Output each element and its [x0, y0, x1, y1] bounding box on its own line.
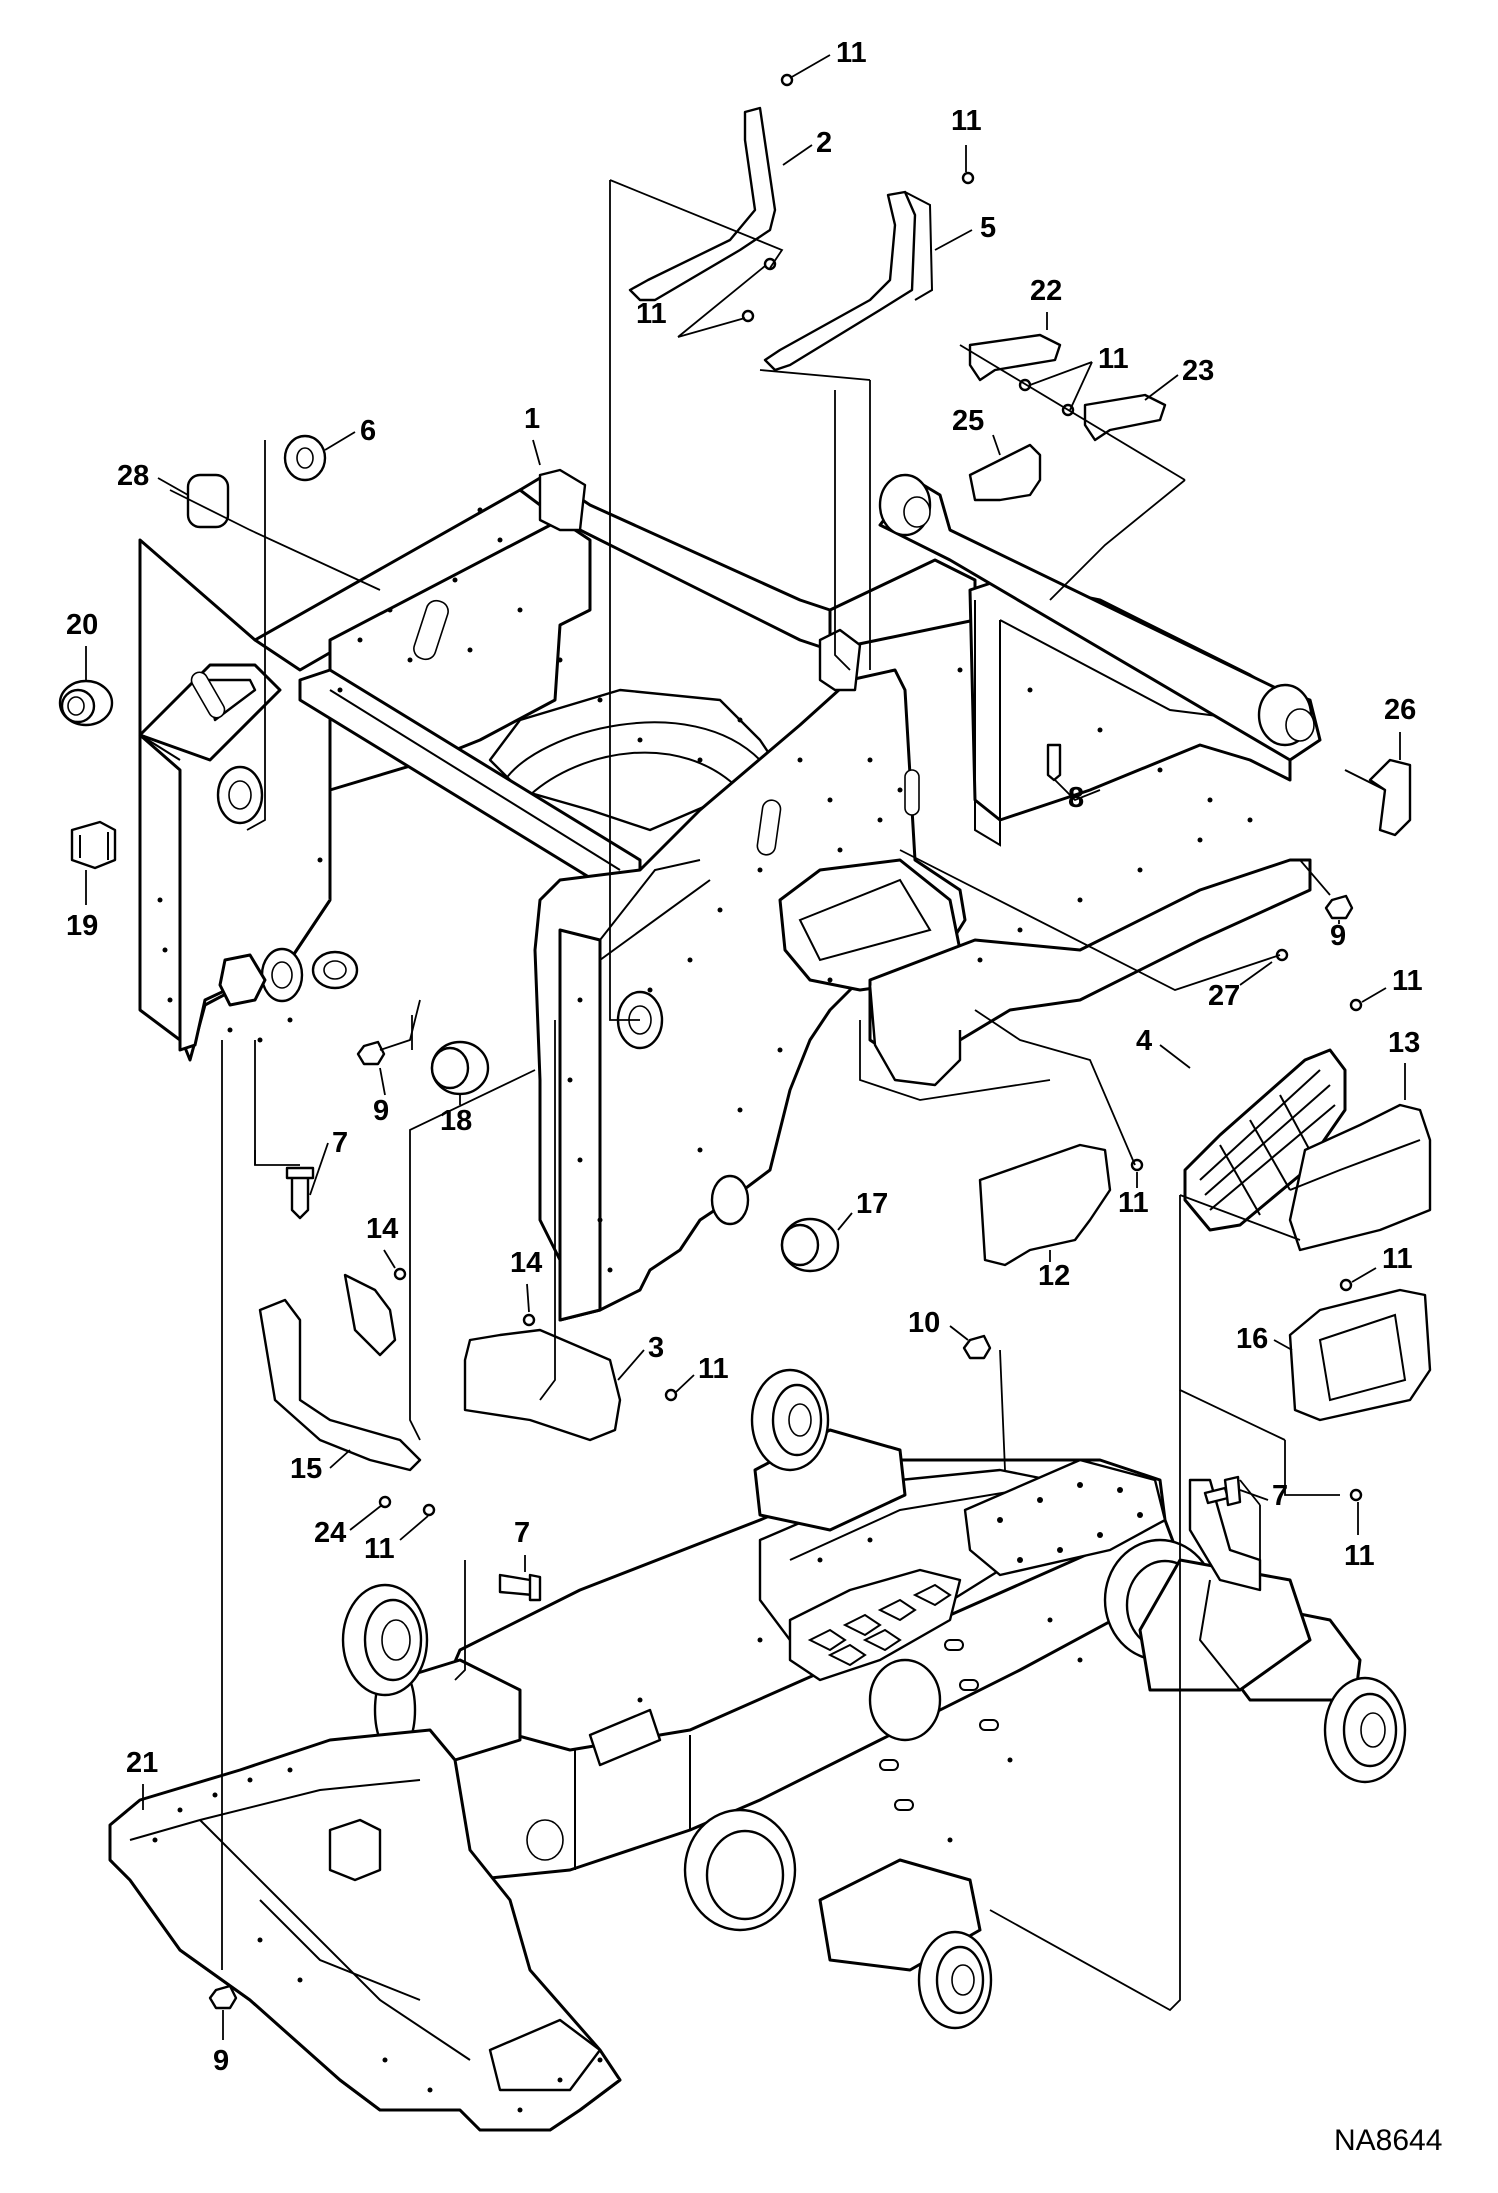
- callout-6: 6: [360, 415, 376, 447]
- callout-10: 10: [908, 1307, 940, 1339]
- part-22-bracket: [968, 333, 1062, 382]
- lower-chassis-assembly: [108, 1368, 1407, 2132]
- part-19-clip: [70, 820, 117, 870]
- callout-26: 26: [1384, 694, 1416, 726]
- callout-7: 7: [332, 1127, 348, 1159]
- callout-1: 1: [524, 403, 540, 435]
- callout-11: 11: [364, 1533, 395, 1565]
- callout-11: 11: [1382, 1243, 1413, 1275]
- part-14-plate: [343, 1273, 397, 1357]
- callout-18: 18: [440, 1105, 472, 1137]
- part-3-guard: [463, 1328, 622, 1442]
- callout-11: 11: [698, 1353, 729, 1385]
- callout-17: 17: [856, 1188, 888, 1220]
- callout-9: 9: [373, 1095, 389, 1127]
- part-15-plate: [258, 1298, 422, 1472]
- leader-lines: [169, 179, 1340, 2012]
- part-5-bracket: [763, 190, 917, 372]
- callout-19: 19: [66, 910, 98, 942]
- callout-24: 24: [314, 1517, 346, 1549]
- callout-28: 28: [117, 460, 149, 492]
- callout-27: 27: [1208, 980, 1240, 1012]
- callout-9: 9: [1330, 920, 1346, 952]
- part-13-cover: [1288, 1103, 1432, 1252]
- callout-11: 11: [1392, 965, 1423, 997]
- callout-14: 14: [366, 1213, 398, 1245]
- part-4-grille: [1183, 1048, 1347, 1232]
- nut-9a: [1324, 894, 1354, 920]
- callout-11: 11: [1118, 1187, 1149, 1219]
- bolt-7a: [290, 1173, 310, 1220]
- nut-9b: [356, 1040, 386, 1066]
- main-frame-assembly: [138, 468, 1322, 1322]
- part-26-bracket: [1368, 758, 1412, 837]
- callout-8: 8: [1068, 782, 1084, 814]
- callout-15: 15: [290, 1453, 322, 1485]
- callout-7: 7: [1272, 1480, 1288, 1512]
- callout-23: 23: [1182, 355, 1214, 387]
- callout-12: 12: [1038, 1260, 1070, 1292]
- callout-20: 20: [66, 609, 98, 641]
- callout-11: 11: [636, 298, 667, 330]
- figure-id: NA8644: [1334, 2124, 1442, 2157]
- bolt-8: [1046, 743, 1062, 782]
- nut-9c: [208, 1984, 238, 2010]
- part-16-cover: [1288, 1288, 1432, 1422]
- callout-3: 3: [648, 1332, 664, 1364]
- callout-11: 11: [836, 37, 867, 69]
- callout-22: 22: [1030, 275, 1062, 307]
- callout-7: 7: [514, 1517, 530, 1549]
- callout-11: 11: [951, 105, 982, 137]
- callout-25: 25: [952, 405, 984, 437]
- callout-4: 4: [1136, 1025, 1152, 1057]
- small-parts: [58, 73, 1432, 2010]
- callout-9: 9: [213, 2045, 229, 2077]
- callout-16: 16: [1236, 1323, 1268, 1355]
- nut-10: [962, 1334, 992, 1360]
- callout-14: 14: [510, 1247, 542, 1279]
- callout-11: 11: [1098, 343, 1129, 375]
- callout-5: 5: [980, 212, 996, 244]
- part-12-cover: [978, 1143, 1112, 1267]
- callout-21: 21: [126, 1747, 158, 1779]
- bolt-7b: [498, 1573, 535, 1597]
- callout-13: 13: [1388, 1027, 1420, 1059]
- part-25-bracket: [968, 443, 1042, 502]
- callout-labels: 11 2 11 5 11 22 11 23 25 1 6 28 20 26 8 …: [66, 37, 1423, 2077]
- callout-11: 11: [1344, 1540, 1375, 1572]
- part-23-bracket: [1083, 393, 1167, 442]
- part-2-bracket: [628, 106, 777, 302]
- callout-2: 2: [816, 127, 832, 159]
